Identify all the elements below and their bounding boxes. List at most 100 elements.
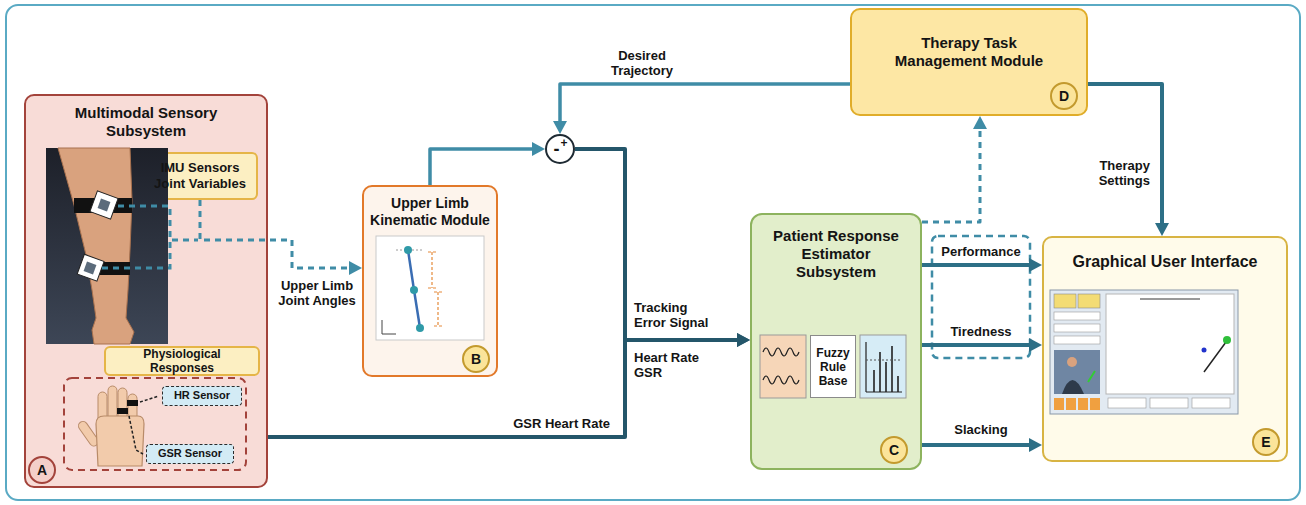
signal-connector: [560, 84, 850, 125]
hr-sensor-band: [127, 400, 138, 406]
sensor-label-box: Physiological Responses: [104, 346, 260, 376]
module-box: Therapy Task Management ModuleD: [850, 8, 1088, 116]
finger: [108, 386, 117, 426]
node-title: Fuzzy Rule Base: [813, 346, 853, 388]
output-bars: [874, 346, 898, 392]
link-length-marker: [428, 252, 442, 326]
outer-frame: [6, 5, 1300, 500]
imu-sensor: [77, 254, 104, 281]
fuzzy-rule-box: Fuzzy Rule Base: [810, 335, 856, 398]
signal-label-holder: GSR Heart Rate: [500, 414, 612, 432]
signal-wave: [763, 348, 799, 384]
node-title: GSR Sensor: [158, 447, 222, 460]
node-title: Multimodal Sensory Subsystem: [51, 104, 241, 140]
sensor-strap: [88, 262, 130, 275]
callout-circle: A: [28, 456, 56, 484]
signal-label-holder: Tracking Error Signal: [632, 300, 722, 331]
node-title: Upper Limb Kinematic Module: [368, 195, 492, 229]
gui-indicator: [1054, 398, 1064, 410]
sensor-leader: [129, 416, 143, 454]
gui-indicator: [1066, 398, 1076, 410]
signal-label-holder: Slacking: [935, 420, 1027, 438]
callout-circle: E: [1252, 428, 1280, 456]
patient-head: [1067, 357, 1077, 367]
node-title: B: [471, 351, 481, 368]
interface-box: Graphical User InterfaceE: [1042, 236, 1288, 462]
sensor-leader: [140, 396, 159, 402]
node-title: IMU Sensors Joint Variables: [148, 160, 252, 191]
gui-field: [1054, 336, 1100, 344]
signal-connector: [922, 443, 1033, 447]
signal-label: Performance: [939, 244, 1022, 259]
signal-label: Tiredness: [948, 324, 1013, 339]
gui-plot-area: [1106, 294, 1234, 394]
signal-connector: [268, 340, 741, 437]
node-title: Patient Response Estimator Subsystem: [766, 227, 906, 281]
signal-connector: [922, 263, 1033, 267]
node-title: Therapy Task Management Module: [879, 34, 1059, 70]
signal-label: Therapy Settings: [1086, 158, 1152, 188]
finger: [98, 392, 107, 426]
signal-connector: [430, 149, 536, 185]
callout-circle: D: [1050, 82, 1078, 110]
signal-label: Desired Trajectory: [600, 48, 684, 78]
sensor-leader: [102, 242, 170, 268]
signal-label-holder: Heart Rate GSR: [632, 350, 722, 381]
signal-label: Upper Limb Joint Angles: [272, 278, 362, 308]
kinematic-figure: [376, 236, 484, 340]
gui-indicator: [1078, 398, 1088, 410]
signal-label: Slacking: [952, 422, 1009, 437]
reference-line: [396, 250, 424, 251]
physiological-sensor-group: [64, 378, 246, 470]
node-title: Graphical User Interface: [1052, 252, 1278, 271]
finger: [118, 388, 127, 426]
gui-target: [1223, 336, 1231, 344]
gui-button: [1078, 294, 1100, 308]
imu-sensor-core: [84, 262, 97, 275]
node-title: D: [1059, 88, 1069, 105]
gui-indicator: [1090, 398, 1100, 410]
joint: [416, 324, 424, 332]
arm-drawing: [58, 148, 134, 344]
gui-plot-title-bar: [1140, 298, 1200, 300]
sensor-strap: [74, 198, 132, 213]
sensor-label-box: IMU Sensors Joint Variables: [142, 152, 258, 200]
gui-screenshot: [1050, 290, 1238, 414]
callout-circle: B: [462, 345, 490, 373]
plot-axes: [866, 342, 902, 392]
signal-connector: [200, 200, 353, 268]
node-title: E: [1261, 434, 1270, 451]
limb-link: [408, 250, 420, 328]
signal-label: Heart Rate GSR: [632, 350, 722, 380]
subsystem-box: Multimodal Sensory SubsystemIMU Sensors …: [24, 94, 268, 488]
gui-field: [1054, 312, 1100, 320]
gui-button: [1054, 294, 1076, 308]
node-title: Physiological Responses: [110, 347, 254, 376]
signal-label-holder: Upper Limb Joint Angles: [272, 278, 362, 309]
output-group-outline: [932, 236, 1030, 358]
arm-photo-background: [46, 148, 168, 344]
joint: [410, 286, 418, 294]
sensor-leader: [118, 206, 198, 240]
sensor-tag: GSR Sensor: [146, 444, 234, 464]
patient-body: [1062, 380, 1084, 394]
node-title: C: [889, 442, 899, 459]
signal-label: GSR Heart Rate: [511, 416, 612, 431]
signal-label: Tracking Error Signal: [632, 300, 722, 330]
frame-axes: [382, 320, 396, 334]
node-title: A: [37, 462, 47, 479]
imu-sensor: [90, 191, 118, 219]
signal-label-holder: Performance: [935, 242, 1027, 260]
threshold-line: [866, 360, 902, 361]
minus-sign: -: [553, 140, 559, 158]
output-plot: [860, 335, 906, 398]
gsr-sensor-band: [117, 408, 128, 414]
signal-connector: [1088, 84, 1162, 227]
gui-trajectory: [1204, 342, 1226, 372]
thumb: [77, 420, 100, 448]
signal-connector: [922, 125, 980, 222]
signal-label-holder: Tiredness: [935, 322, 1027, 340]
gui-status-field: [1192, 398, 1230, 408]
signal-connector: [922, 343, 1033, 347]
signal-label-holder: Desired Trajectory: [600, 48, 684, 79]
